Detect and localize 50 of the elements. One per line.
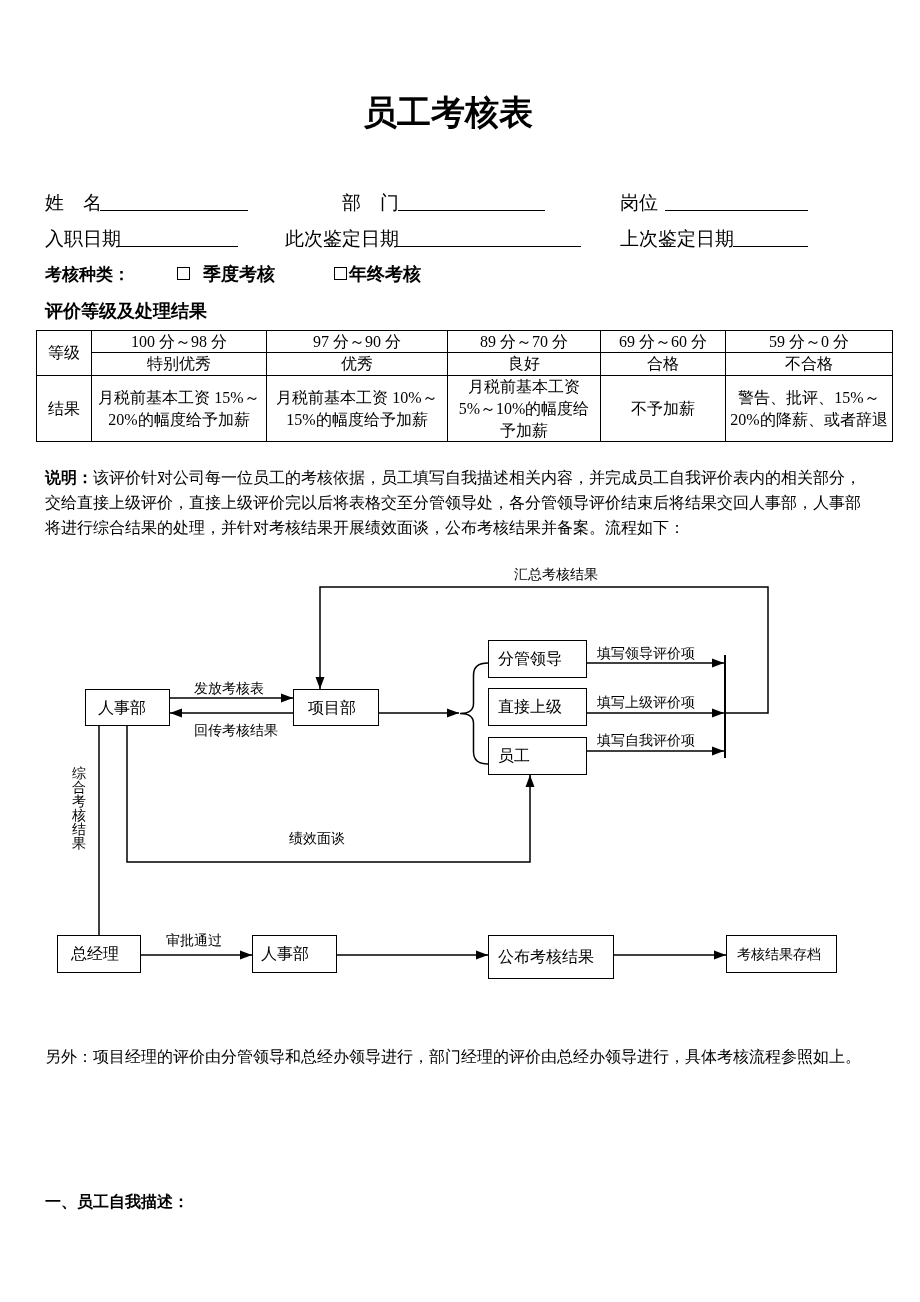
process-box: 项目部: [293, 689, 379, 726]
arrow: [336, 950, 489, 960]
table-cell: 警告、批评、15%～20%的降薪、或者辞退: [725, 375, 893, 442]
arrow: [378, 708, 460, 718]
field-label: 上次鉴定日期: [620, 227, 734, 251]
process-box: 直接上级: [488, 688, 587, 726]
arrow: [140, 950, 253, 960]
edge-label: 发放考核表: [193, 681, 265, 697]
field-label: 考核种类：: [45, 263, 130, 285]
process-box: 人事部: [85, 689, 170, 726]
field-label: 姓 名: [45, 191, 102, 215]
edge-label: 审批通过: [165, 933, 223, 949]
option-label: 季度考核: [203, 262, 275, 286]
process-box: 分管领导: [488, 640, 587, 678]
arrow: [169, 693, 294, 703]
process-box: 考核结果存档: [726, 935, 837, 973]
edge-label: 汇总考核结果: [513, 567, 599, 583]
process-box: 总经理: [57, 935, 141, 973]
edge-label: 回传考核结果: [193, 723, 279, 739]
edge-label: 填写自我评价项: [596, 733, 696, 749]
process-box: 员工: [488, 737, 587, 775]
process-box: 公布考核结果: [488, 935, 614, 979]
arrow: [586, 658, 725, 668]
field-label: 入职日期: [45, 227, 121, 251]
field-label: 此次鉴定日期: [285, 227, 399, 251]
curly-brace: [459, 661, 488, 766]
section-heading: 一、员工自我描述：: [45, 1192, 189, 1212]
arrow: [586, 708, 725, 718]
edge-label: 综合考核结果: [72, 767, 86, 851]
title: 员工考核表: [363, 93, 533, 133]
section-heading: 评价等级及处理结果: [45, 299, 207, 323]
arrow: [586, 746, 725, 756]
arrow: [315, 586, 769, 714]
connector-line: [98, 725, 100, 936]
table-cell: 59 分～0 分: [725, 330, 893, 353]
arrow: [169, 708, 294, 718]
arrow: [126, 725, 535, 863]
paragraph: 说明：该评价针对公司每一位员工的考核依据，员工填写自我描述相关内容，并完成员工自我评价表内的相关部分，交给直接上级评价，直接上级评价完以后将表格交至分管领导处，各分管领导评价结束后将结果交回人事部，人事部将进行综合结果的处理，并针对考核结果开展绩效面谈，公布考核结果并备案。流程如下：: [45, 467, 862, 539]
table-cell: 结果: [36, 375, 92, 442]
option-label: 年终考核: [349, 262, 421, 286]
edge-label: 填写领导评价项: [596, 646, 696, 662]
note-text: 另外：项目经理的评价由分管领导和总经办领导进行，部门经理的评价由总经办领导进行，具体考核流程参照如上。: [45, 1046, 861, 1067]
table-cell: 月税前基本工资5%～10%的幅度给予加薪: [447, 375, 601, 442]
edge-label: 绩效面谈: [288, 831, 346, 847]
edge-label: 填写上级评价项: [596, 695, 696, 711]
field-label: 部 门: [342, 191, 399, 215]
table-cell: 等级: [36, 330, 92, 376]
arrow: [613, 950, 727, 960]
process-box: 人事部: [252, 935, 337, 973]
field-label: 岗位: [620, 191, 658, 215]
